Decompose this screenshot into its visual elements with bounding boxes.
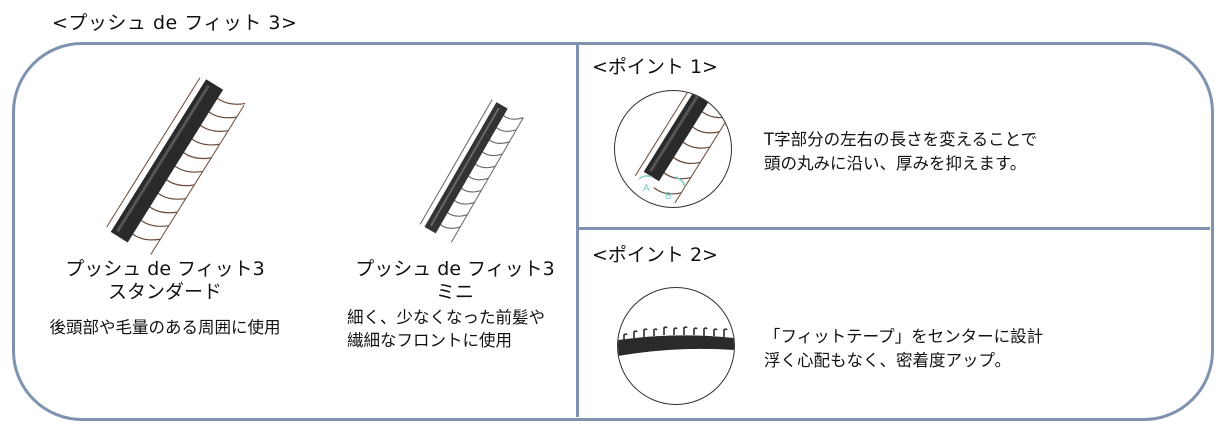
fit-tape-closeup-circle [617,287,735,405]
point-1-text: T字部分の左右の長さを変えることで 頭の丸みに沿い、厚みを抑えます。 [764,128,1037,176]
point-2-text-line2: 浮く心配もなく、密着度アップ。 [764,351,1012,370]
product-description-line1: 細く、少なくなった前髪や [347,308,545,327]
point-2-text-line1: 「フィットテープ」をセンターに設計 [764,327,1044,346]
product-mini: プッシュ de フィット3 ミニ 細く、少なくなった前髪や 繊細なフロントに使用 [335,258,575,352]
product-standard: プッシュ de フィット3 スタンダード 後頭部や毛量のある周囲に使用 [20,258,310,339]
horizontal-divider [579,227,1210,230]
adjust-arrows-icon [638,175,686,188]
point-2-title: <ポイント 2> [592,244,718,266]
mini-tape-image [419,99,524,243]
t-shape-closeup-circle: A B [614,90,732,208]
point-1-text-line1: T字部分の左右の長さを変えることで [764,130,1038,149]
product-description: 後頭部や毛量のある周囲に使用 [49,318,281,337]
vertical-divider [576,44,579,417]
product-name: プッシュ de フィット3 [355,258,555,280]
point-1-text-line2: 頭の丸みに沿い、厚みを抑えます。 [764,154,1027,173]
fit-tape-closeup-image [618,326,734,356]
point-1-title: <ポイント 1> [592,56,718,78]
product-variant: ミニ [435,281,474,303]
point-2-text: 「フィットテープ」をセンターに設計 浮く心配もなく、密着度アップ。 [764,325,1043,373]
page-title: <プッシュ de フィット 3> [52,12,298,34]
product-description-line2: 繊細なフロントに使用 [347,331,512,350]
t-shape-closeup-image: A B [634,91,731,204]
standard-tape-image [106,77,246,255]
label-a: A [643,183,650,194]
content-frame [12,42,1214,421]
product-variant: スタンダード [107,281,222,303]
label-b: B [665,191,672,202]
product-name: プッシュ de フィット3 [65,258,265,280]
